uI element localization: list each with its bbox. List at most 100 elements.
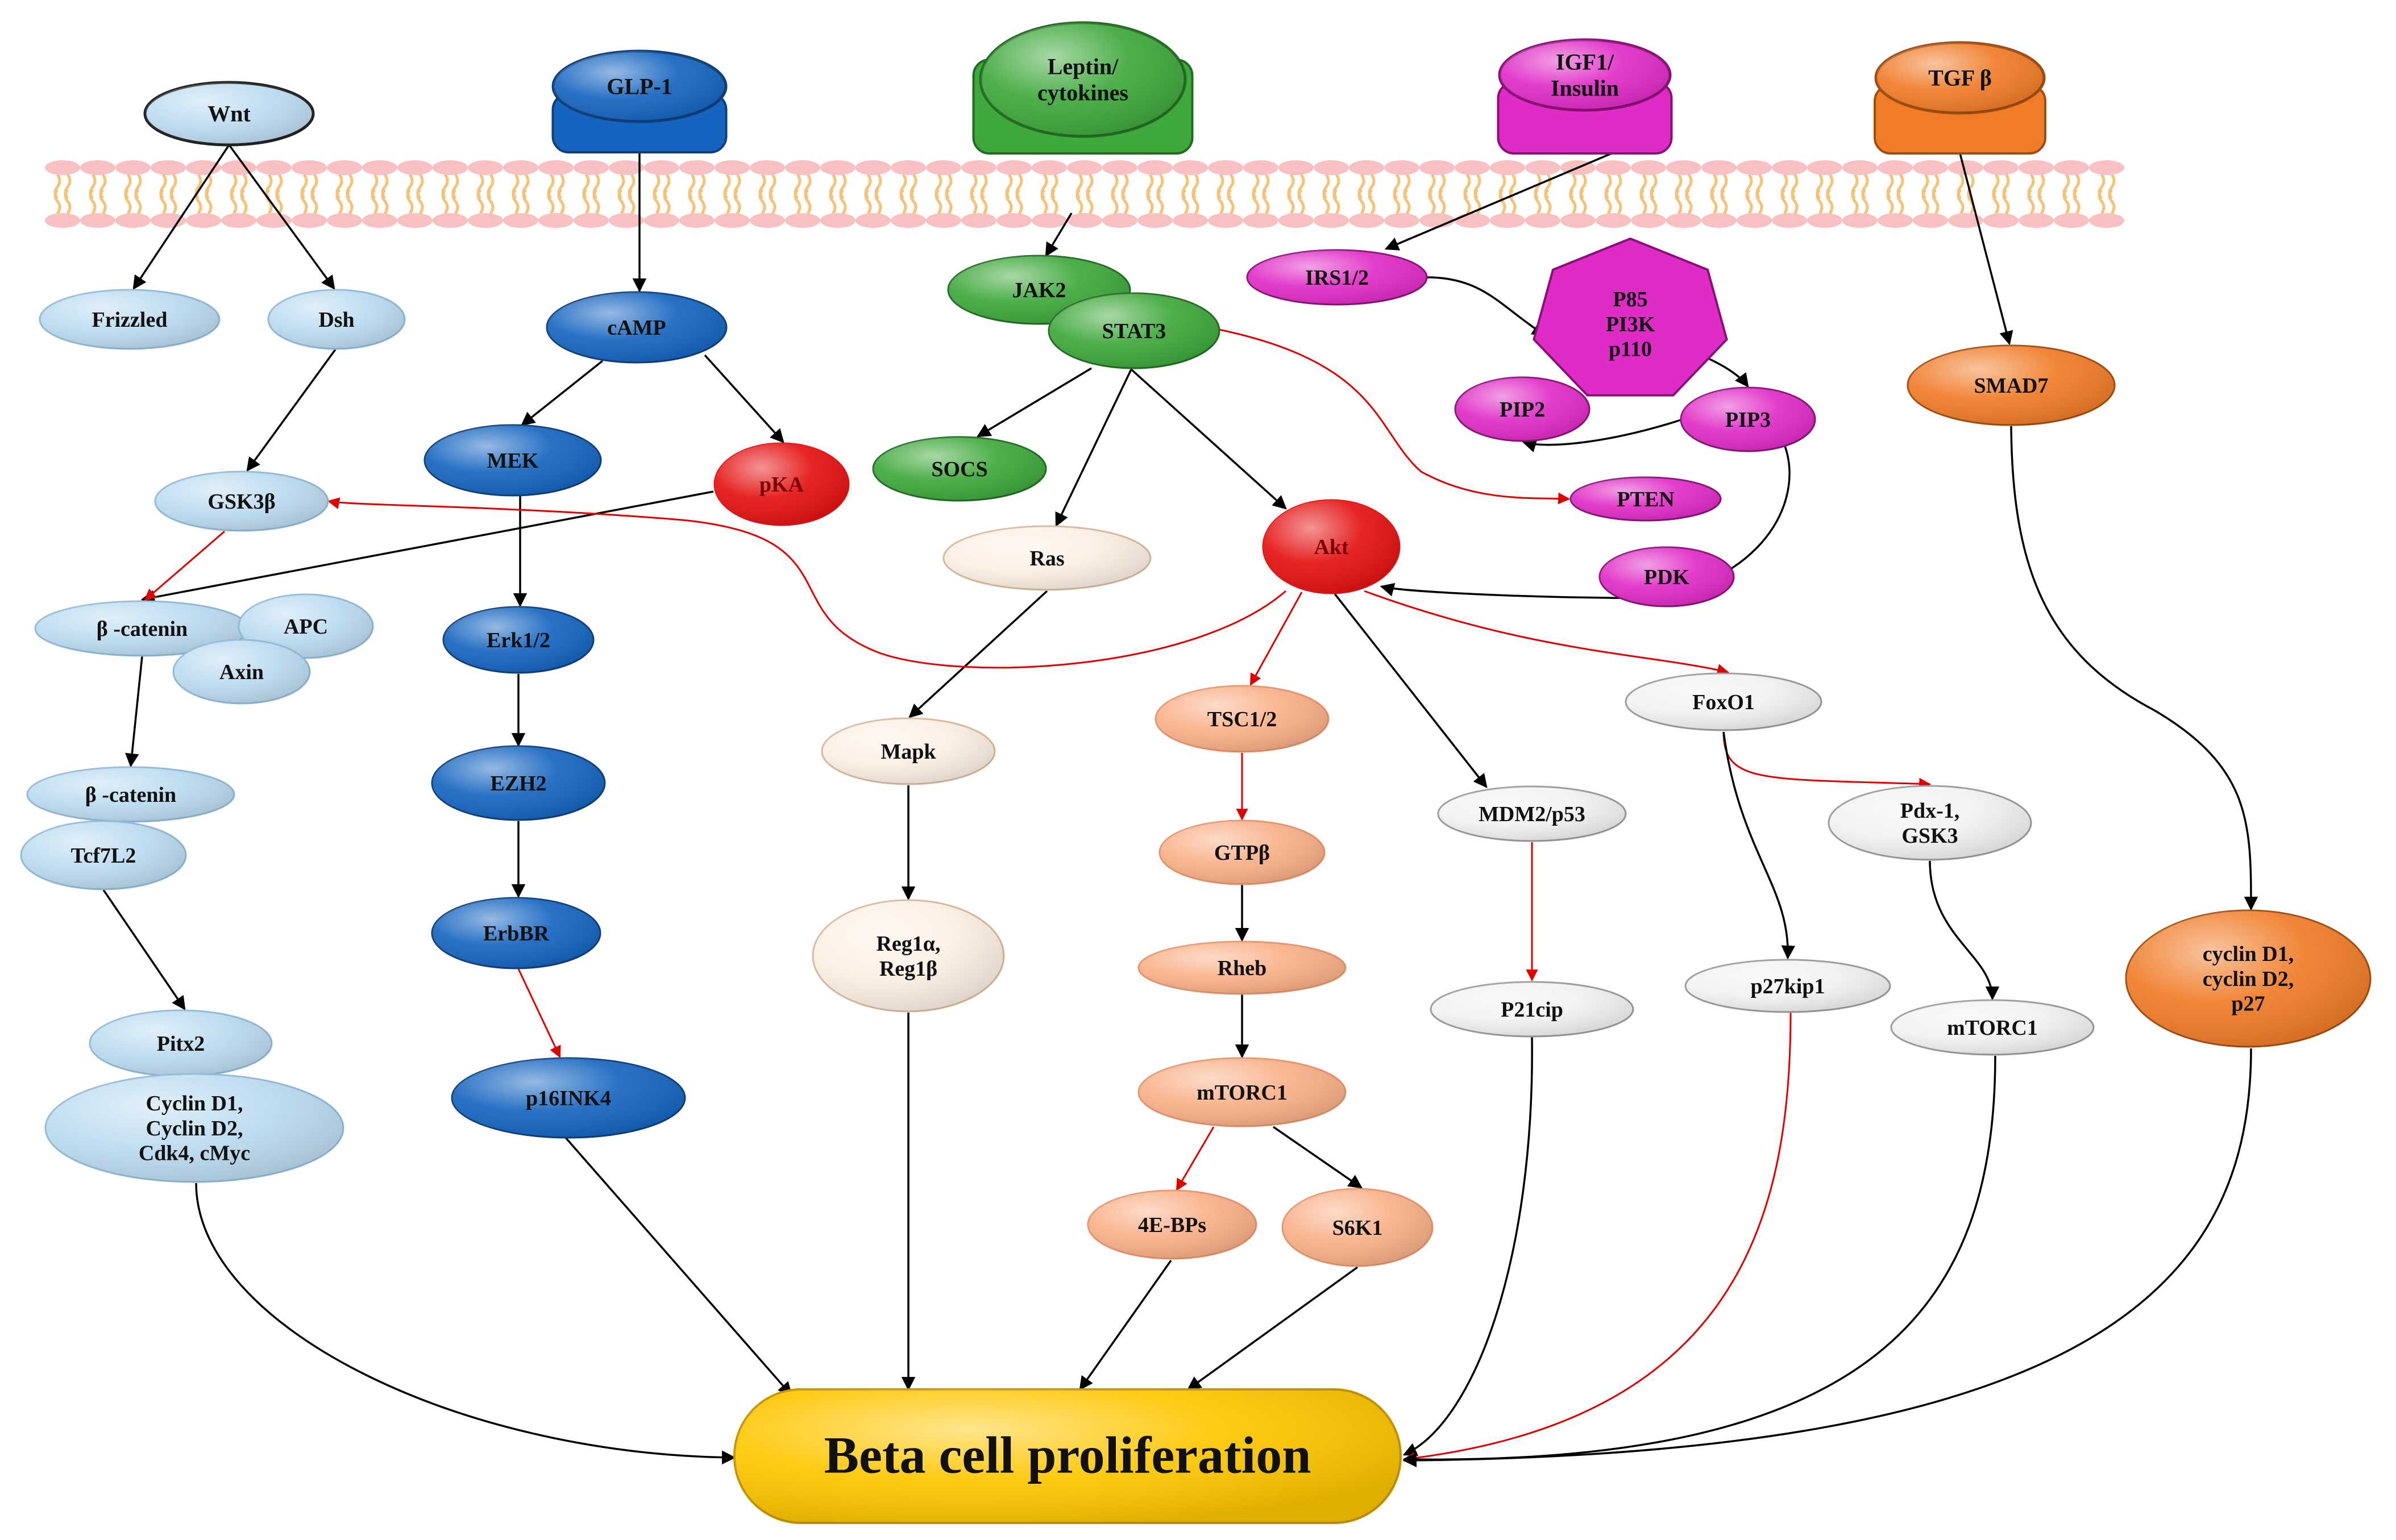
edge-arrow <box>517 968 561 1058</box>
receptor-leptin: Leptin/cytokines <box>972 21 1194 155</box>
node-rheb-label-line: Rheb <box>1218 956 1267 980</box>
node-cyclin2-label: cyclin D1,cyclin D2,p27 <box>2203 942 2294 1015</box>
pathway-edges <box>102 144 2258 1468</box>
node-irs-gloss <box>1247 250 1427 305</box>
node-p27-label: p27kip1 <box>1751 975 1825 998</box>
node-irs-label-line: IRS1/2 <box>1305 266 1369 290</box>
receptor-tgfb-gloss <box>1876 43 2044 113</box>
outcome-label-line: Beta cell proliferation <box>824 1426 1311 1484</box>
node-gtpb: GTPβ <box>1158 819 1326 885</box>
node-cyclin1-label-line: Cyclin D2, <box>146 1117 243 1141</box>
node-pip3: PIP3 <box>1680 386 1816 452</box>
node-p21-label: P21cip <box>1501 998 1563 1022</box>
node-apc-label: APC <box>284 615 328 639</box>
node-gsk3b-label-line: GSK3β <box>207 490 275 514</box>
node-ezh2-gloss <box>432 746 605 820</box>
node-tcf7l2-label-line: Tcf7L2 <box>71 844 136 868</box>
edge-arrow <box>1402 1055 1996 1467</box>
edge-arrow <box>327 497 1286 669</box>
edge-arrow <box>2010 426 2258 911</box>
node-tcf7l2-label: Tcf7L2 <box>71 844 136 868</box>
node-erk-label-line: Erk1/2 <box>487 629 550 652</box>
node-stat3: STAT3 <box>1048 292 1220 369</box>
node-tsc-gloss <box>1156 686 1328 752</box>
node-gtpb-label-line: GTPβ <box>1214 841 1270 865</box>
node-pten-gloss <box>1571 477 1721 521</box>
node-pitx2-label: Pitx2 <box>157 1032 205 1056</box>
node-pip3-label-line: PIP3 <box>1725 408 1771 432</box>
receptor-glp1-gloss <box>553 51 726 122</box>
node-mapk-label-line: Mapk <box>881 740 936 764</box>
node-pdx1-gloss <box>1829 786 2031 860</box>
node-pdk-label-line: PDK <box>1644 565 1690 589</box>
node-pip2: PIP2 <box>1454 376 1591 442</box>
receptor-leptin-gloss <box>981 23 1185 136</box>
node-axin: Axin <box>172 639 311 705</box>
node-mtorc1a-gloss <box>1139 1058 1346 1126</box>
node-foxo1: FoxO1 <box>1625 672 1822 731</box>
node-pdk-gloss <box>1600 547 1734 606</box>
node-erbbr-label-line: ErbBR <box>483 922 550 946</box>
edge-arrow <box>1402 1012 1792 1464</box>
node-pi3k-label-line: P85 <box>1613 288 1647 311</box>
node-axin-gloss <box>173 640 310 704</box>
node-irs-label: IRS1/2 <box>1305 266 1369 290</box>
edge-arrow <box>1045 213 1073 257</box>
edge-arrow <box>1249 592 1303 686</box>
node-erbbr-label: ErbBR <box>483 922 550 946</box>
node-mek-label: MEK <box>487 449 539 473</box>
receptor-wnt-label: Wnt <box>207 101 251 127</box>
node-pka: pKA <box>713 442 850 526</box>
node-bcat1-label-line: β -catenin <box>97 617 188 641</box>
edge-arrow <box>1219 328 1571 505</box>
node-akt-gloss <box>1263 500 1400 593</box>
node-reg1-label: Reg1α,Reg1β <box>876 932 940 981</box>
node-pi3k-label-line: p110 <box>1609 338 1652 361</box>
node-mdm2-label: MDM2/p53 <box>1479 802 1585 826</box>
edge-arrow <box>1402 1048 2252 1468</box>
node-ebp-label: 4E-BPs <box>1138 1213 1206 1237</box>
edge-arrow <box>1055 369 1132 527</box>
receptor-leptin-label-line: Leptin/ <box>1048 54 1119 80</box>
node-p16-gloss <box>452 1058 685 1138</box>
node-akt-label-line: Akt <box>1314 535 1349 559</box>
node-pten-label-line: PTEN <box>1617 488 1674 511</box>
node-pi3k-label-line: PI3K <box>1606 313 1655 336</box>
node-socs-label-line: SOCS <box>931 457 987 481</box>
edge-arrow <box>1176 1126 1215 1191</box>
edge-arrow <box>908 590 1048 718</box>
edge-arrow <box>1522 418 1683 453</box>
edge-arrow <box>1402 1037 1533 1456</box>
node-bcat2-label-line: β -catenin <box>85 783 176 807</box>
node-ebp: 4E-BPs <box>1087 1189 1257 1260</box>
receptor-tgfb-label-line: TGF β <box>1928 65 1992 91</box>
node-bcat2: β -catenin <box>26 766 235 823</box>
node-ezh2-label-line: EZH2 <box>490 772 546 796</box>
node-pdk-label: PDK <box>1644 565 1690 589</box>
node-rheb-label: Rheb <box>1218 956 1267 980</box>
node-ras: Ras <box>942 525 1152 591</box>
node-mdm2: MDM2/p53 <box>1437 785 1627 842</box>
node-cyclin2-label-line: p27 <box>2231 992 2265 1016</box>
receptor-igf1-label-line: Insulin <box>1551 76 1619 101</box>
node-dsh: Dsh <box>267 289 406 350</box>
node-foxo1-label-line: FoxO1 <box>1692 690 1755 714</box>
edge-arrow <box>1364 590 1730 676</box>
node-akt-label: Akt <box>1314 535 1349 559</box>
node-erk-label: Erk1/2 <box>487 629 550 652</box>
node-mtorc1b: mTORC1 <box>1890 999 2095 1056</box>
node-frizzled-gloss <box>40 290 219 349</box>
outcome-gloss <box>734 1389 1401 1523</box>
node-reg1-gloss <box>813 900 1004 1012</box>
node-gsk3b-label: GSK3β <box>207 490 275 514</box>
node-smad7: SMAD7 <box>1907 344 2116 426</box>
node-bcat1-gloss <box>35 601 249 656</box>
node-pitx2-label-line: Pitx2 <box>157 1032 205 1056</box>
node-pdx1-label-line: GSK3 <box>1901 824 1958 848</box>
node-tsc: TSC1/2 <box>1155 685 1330 753</box>
edge-arrow <box>102 889 186 1011</box>
node-p21-gloss <box>1431 982 1633 1037</box>
outcome-label: Beta cell proliferation <box>824 1426 1311 1484</box>
